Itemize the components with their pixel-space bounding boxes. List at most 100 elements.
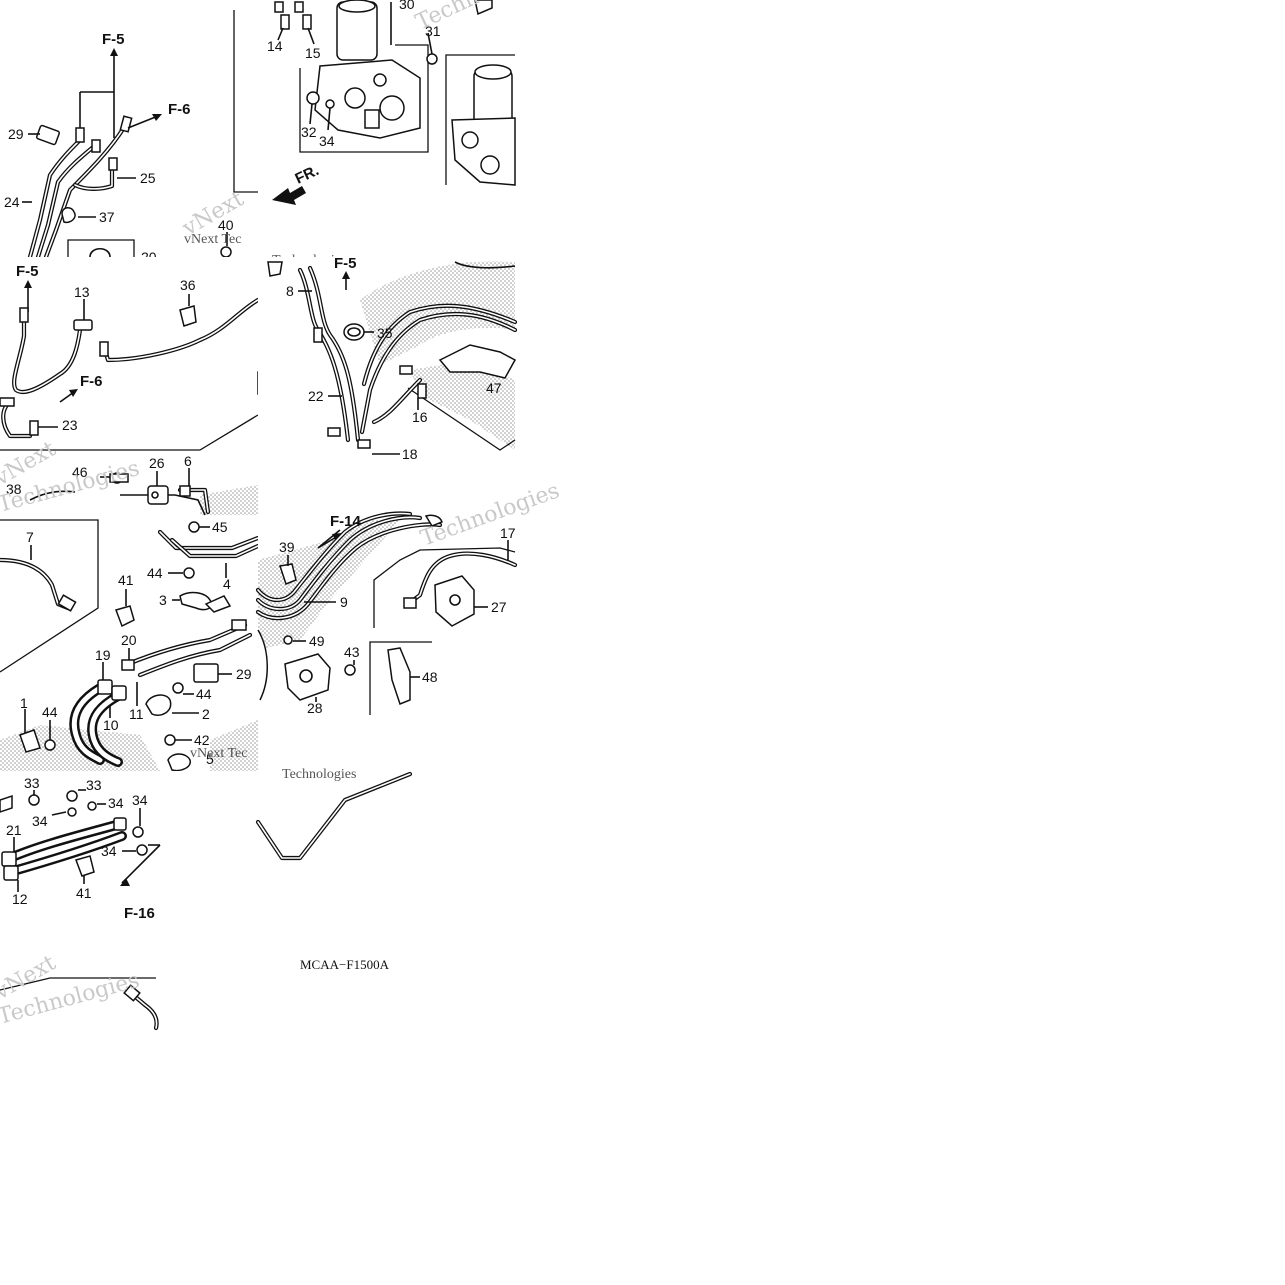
callout-label: 5 <box>206 751 214 767</box>
pipe-clamp-block-icon <box>36 124 60 146</box>
pipe-fitting-icon <box>75 127 85 143</box>
pipe-fitting-icon <box>29 420 39 436</box>
callout-label: 16 <box>412 409 428 425</box>
washer-icon <box>132 826 144 838</box>
callout-label: 44 <box>42 704 58 720</box>
callout-label: 29 <box>236 666 252 682</box>
bolt-icon <box>344 664 356 676</box>
pipe-fitting-icon <box>179 485 191 497</box>
callout-label: 4 <box>223 576 231 592</box>
tile-brake-pipes-upper: F-5 F-6 29 24 25 37 40 20 vNext vNext Te… <box>4 31 248 265</box>
pipe-fitting-icon <box>424 514 443 527</box>
reference-label: F-5 <box>334 255 357 272</box>
washer-icon <box>67 807 77 817</box>
callout-label: 10 <box>103 717 119 733</box>
bolt-icon <box>28 794 40 806</box>
callout-label: 20 <box>121 632 137 648</box>
pipe-clamp-block-icon <box>193 663 219 683</box>
pipe-clamp-icon <box>145 694 172 716</box>
callout-label: 29 <box>8 126 24 142</box>
callout-label: 22 <box>308 388 324 404</box>
bracket-icon <box>438 344 517 379</box>
callout-label: 34 <box>132 792 148 808</box>
callout-label: 41 <box>76 885 92 901</box>
reference-label: F-6 <box>168 101 191 118</box>
callout-label: 15 <box>305 45 321 61</box>
pipe-fitting-icon <box>99 341 109 357</box>
callout-label: 34 <box>32 813 48 829</box>
callout-label: 44 <box>147 565 163 581</box>
tile-abs-modulator: FR. 14 15 30 31 32 34 Technologies <box>233 0 555 257</box>
pipe-fitting-icon <box>123 984 141 1002</box>
callout-label: 42 <box>194 732 210 748</box>
callout-label: 12 <box>12 891 28 907</box>
pipe-clip-icon <box>115 605 135 628</box>
hose-fitting-icon <box>1 851 17 867</box>
callout-label: 46 <box>72 464 88 480</box>
clip-icon <box>474 0 493 16</box>
pipe-clip-icon <box>179 305 197 327</box>
callout-label: 17 <box>500 525 516 541</box>
callout-label: 19 <box>95 647 111 663</box>
proportioning-valve-icon <box>284 653 331 701</box>
hose-fitting-icon <box>3 865 19 881</box>
pipe-fitting-icon <box>108 157 118 171</box>
bolt-icon <box>44 739 56 751</box>
callout-label: 43 <box>344 644 360 660</box>
callout-label: 13 <box>74 284 90 300</box>
pipe-fitting-icon <box>91 139 101 153</box>
pipe-clamp-icon <box>204 595 232 613</box>
pipe-fitting-icon <box>57 594 77 612</box>
bolt-icon <box>188 521 200 533</box>
callout-label: 34 <box>108 795 124 811</box>
callout-label: 41 <box>118 572 134 588</box>
callout-label: 34 <box>319 133 335 149</box>
callout-label: 48 <box>422 669 438 685</box>
callout-label: 36 <box>180 277 196 293</box>
callout-label: 26 <box>149 455 165 471</box>
hose-fitting-icon <box>97 679 113 695</box>
callout-label: 28 <box>307 700 323 716</box>
watermark-inline-text: Technologies <box>282 767 356 782</box>
callout-label: 30 <box>399 0 415 12</box>
callout-label: 37 <box>99 209 115 225</box>
bolt-icon <box>283 635 293 645</box>
bolt-icon <box>220 246 232 258</box>
callout-label: 25 <box>140 170 156 186</box>
pipe-fitting-icon <box>19 307 29 323</box>
callout-label: 1 <box>20 695 28 711</box>
reference-label: F-5 <box>102 31 125 48</box>
callout-label: 21 <box>6 822 22 838</box>
pipe-clip-icon <box>167 753 191 772</box>
pipe-fitting-icon <box>399 365 413 375</box>
callout-label: 40 <box>218 217 234 233</box>
pipe-clamp-icon <box>179 591 213 611</box>
bolt-icon <box>172 682 184 694</box>
pipe-fitting-icon <box>231 619 247 631</box>
callout-label: 33 <box>86 777 102 793</box>
pipe-fitting-icon <box>357 439 371 449</box>
callout-label: 39 <box>279 539 295 555</box>
bolt-icon <box>109 473 129 483</box>
bolt-icon <box>66 790 78 802</box>
reference-label: F-6 <box>80 373 103 390</box>
grommet-icon <box>343 323 365 341</box>
washer-icon <box>136 844 148 856</box>
pipe-fitting-icon <box>403 597 417 609</box>
callout-label: 49 <box>309 633 325 649</box>
bolt-icon <box>274 1 312 30</box>
proportioning-valve-icon <box>434 575 475 627</box>
pipe-clip-icon <box>75 855 95 877</box>
tile-brake-hoses: 46 26 6 38 45 7 44 4 3 41 20 19 29 44 1 … <box>0 436 261 772</box>
abs-motor-icon <box>314 0 421 139</box>
bolt-31-icon <box>426 53 438 65</box>
pipe-fitting-icon <box>0 397 15 407</box>
tile-rear-hoses: 33 33 34 34 34 21 34 41 12 F-16 vNext Te… <box>0 771 258 1031</box>
pipe-fitting-icon <box>417 383 427 399</box>
callout-label: 11 <box>129 706 144 722</box>
callout-label: 8 <box>286 283 294 299</box>
tile-brake-pipes-center: F-5 8 35 22 16 18 47 <box>258 255 518 515</box>
tile-rear-pipe: Technologies MCAA−F1500A <box>255 767 413 972</box>
hose-fitting-icon <box>111 685 127 701</box>
